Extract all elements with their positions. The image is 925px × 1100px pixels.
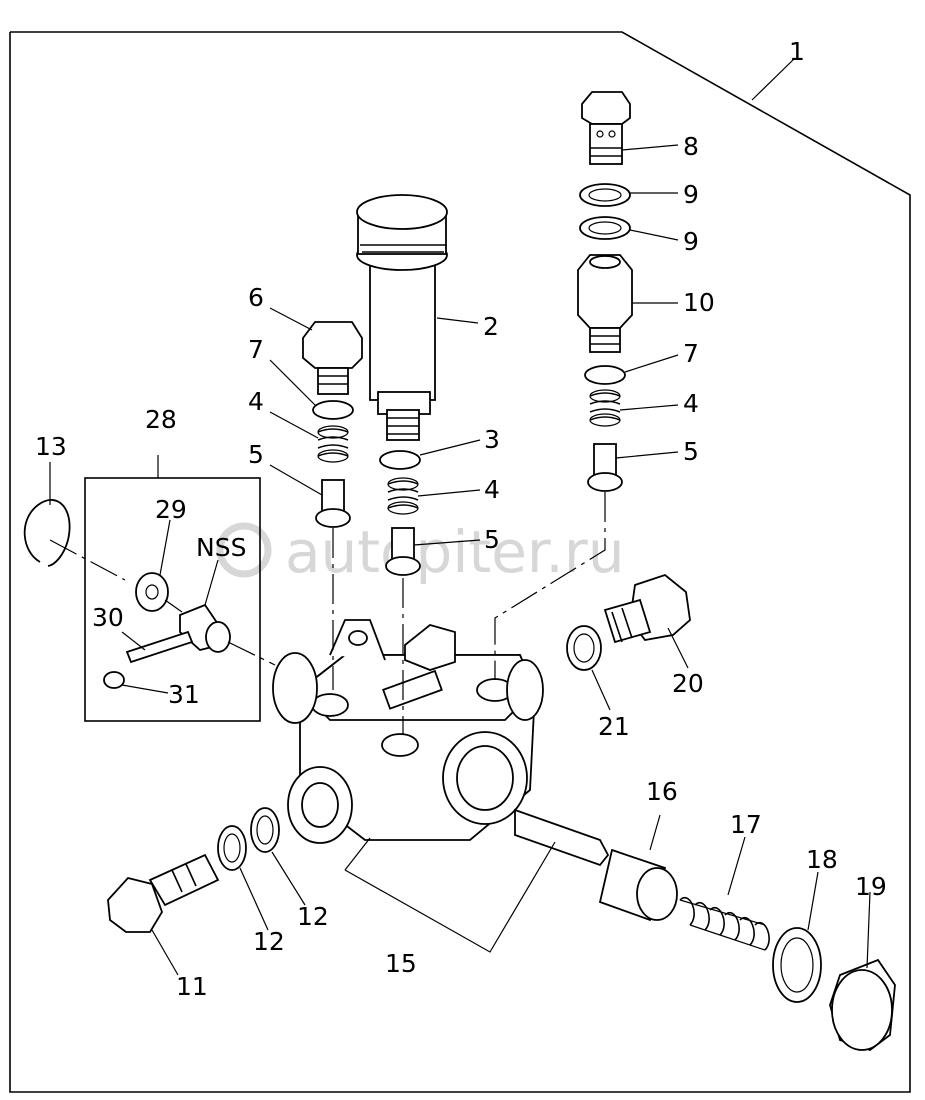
piston-16 bbox=[514, 808, 610, 867]
roller-29 bbox=[135, 572, 169, 612]
detail-box-28 bbox=[84, 477, 261, 722]
callout-labels: 1 2 3 4 4 4 5 5 5 6 7 7 8 9 9 10 11 12 1… bbox=[35, 37, 887, 1001]
callout-9-upper: 9 bbox=[683, 180, 699, 209]
callout-1: 1 bbox=[789, 37, 805, 66]
watermark: autopiter.ru bbox=[216, 518, 624, 586]
callout-30: 30 bbox=[92, 603, 124, 632]
o-ring-7-left bbox=[312, 400, 354, 420]
o-ring-7-right bbox=[584, 365, 626, 385]
tappet-nss bbox=[179, 603, 231, 653]
cap-nut-19 bbox=[829, 958, 896, 1052]
callout-19: 19 bbox=[855, 872, 887, 901]
callout-13: 13 bbox=[35, 432, 67, 461]
banjo-bolt-11 bbox=[107, 853, 220, 933]
valve-5-right bbox=[587, 443, 623, 492]
sleeve-16 bbox=[598, 848, 678, 922]
priming-pump bbox=[356, 194, 448, 441]
callout-8: 8 bbox=[683, 132, 699, 161]
callout-5-left: 5 bbox=[248, 440, 264, 469]
clip-31 bbox=[103, 671, 125, 689]
callout-21: 21 bbox=[598, 712, 630, 741]
assembly-frame bbox=[9, 31, 911, 1093]
callout-4-right: 4 bbox=[683, 389, 699, 418]
callout-12-upper: 12 bbox=[297, 902, 329, 931]
callout-11: 11 bbox=[176, 972, 208, 1001]
watermark-text: autopiter.ru bbox=[285, 518, 624, 586]
snap-ring-13 bbox=[23, 499, 71, 567]
o-ring-3 bbox=[379, 450, 421, 470]
spring-4-right bbox=[589, 389, 621, 427]
pin-30 bbox=[125, 630, 194, 664]
callout-4-left: 4 bbox=[248, 387, 264, 416]
callout-29: 29 bbox=[155, 495, 187, 524]
washer-9-upper bbox=[579, 183, 631, 207]
callout-16: 16 bbox=[646, 777, 678, 806]
washer-12-outer bbox=[217, 825, 247, 871]
spring-17 bbox=[679, 896, 770, 951]
callout-5-right: 5 bbox=[683, 437, 699, 466]
plug-20 bbox=[603, 573, 691, 644]
callout-5-center: 5 bbox=[484, 525, 500, 554]
callout-17: 17 bbox=[730, 810, 762, 839]
callout-31: 31 bbox=[168, 680, 200, 709]
bracket-15 bbox=[344, 837, 556, 953]
callout-9-lower: 9 bbox=[683, 227, 699, 256]
leader-1 bbox=[751, 57, 796, 101]
callout-nss: NSS bbox=[196, 533, 246, 562]
callout-7-right: 7 bbox=[683, 339, 699, 368]
callout-6: 6 bbox=[248, 283, 264, 312]
gasket-21 bbox=[566, 625, 602, 671]
center-lines bbox=[49, 492, 606, 735]
callout-18: 18 bbox=[806, 845, 838, 874]
callout-20: 20 bbox=[672, 669, 704, 698]
spring-4-left bbox=[317, 425, 349, 463]
callout-4-center: 4 bbox=[484, 475, 500, 504]
washer-18 bbox=[772, 927, 822, 1003]
leader-lines bbox=[49, 144, 871, 976]
callout-2: 2 bbox=[483, 312, 499, 341]
valve-5-left bbox=[315, 479, 351, 528]
washer-12-inner bbox=[250, 807, 280, 853]
valve-5-center bbox=[385, 527, 421, 576]
eye-bolt-8 bbox=[581, 91, 631, 165]
spring-4-center bbox=[387, 477, 419, 515]
hex-plug-6 bbox=[302, 321, 363, 395]
callout-7-left: 7 bbox=[248, 335, 264, 364]
pump-body bbox=[272, 619, 544, 844]
callout-10: 10 bbox=[683, 288, 715, 317]
callout-12-lower: 12 bbox=[253, 927, 285, 956]
callout-28: 28 bbox=[145, 405, 177, 434]
callout-3: 3 bbox=[484, 425, 500, 454]
washer-9-lower bbox=[579, 216, 631, 240]
callout-15: 15 bbox=[385, 949, 417, 978]
connector-10 bbox=[577, 254, 633, 353]
